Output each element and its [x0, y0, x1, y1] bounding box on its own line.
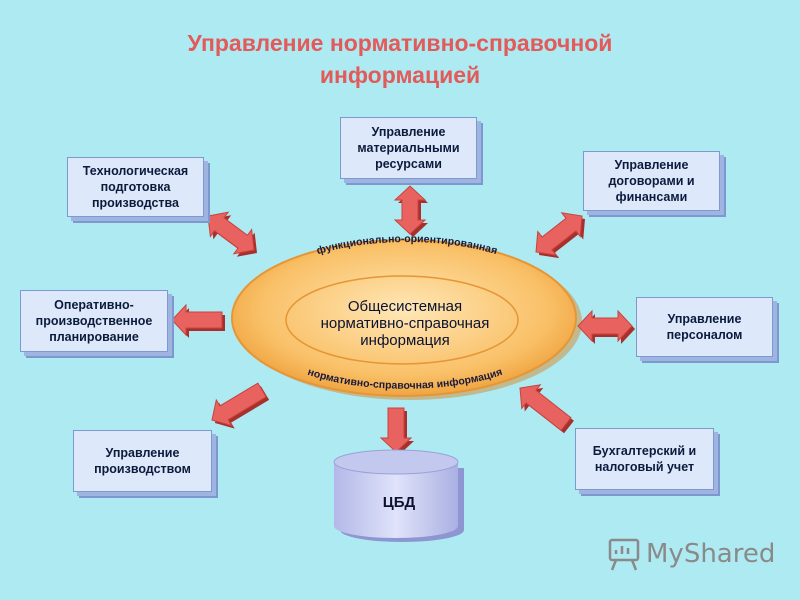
- diagram-title-line-2: информацией: [319, 62, 481, 88]
- box-operational-planning: Оперативно- производственное планировани…: [20, 290, 168, 352]
- arrow-to-accounting: [519, 384, 572, 432]
- central-ellipse: [231, 239, 577, 397]
- inner-ellipse: [285, 275, 519, 365]
- diagram-title-line-1: Управление нормативно-справочной: [187, 30, 613, 56]
- box-accounting: Бухгалтерский и налоговый учет: [575, 428, 714, 490]
- arrow-to-contracts: [535, 212, 583, 256]
- watermark-text: MyShared: [646, 539, 776, 569]
- central-label: Общесистемная нормативно-справочная инфо…: [320, 298, 490, 349]
- database-label: ЦБД: [382, 494, 416, 511]
- box-personnel: Управление персоналом: [636, 297, 773, 357]
- arrow-to-material: [393, 185, 427, 235]
- box-contracts-finance: Управление договорами и финансами: [583, 151, 720, 211]
- box-production-management: Управление производством: [73, 430, 212, 492]
- arrow-to-database: [379, 407, 413, 453]
- database-cylinder: [333, 449, 464, 542]
- arrow-to-tech: [207, 211, 255, 255]
- presentation-board-icon: [608, 538, 640, 571]
- arrow-to-production: [211, 382, 267, 427]
- watermark: MyShared: [606, 536, 775, 572]
- arrow-to-personnel: [577, 309, 633, 343]
- arrow-to-operational: [171, 303, 223, 337]
- box-tech-preparation: Технологическая подготовка производства: [67, 157, 204, 217]
- box-material-resources: Управление материальными ресурсами: [340, 117, 477, 179]
